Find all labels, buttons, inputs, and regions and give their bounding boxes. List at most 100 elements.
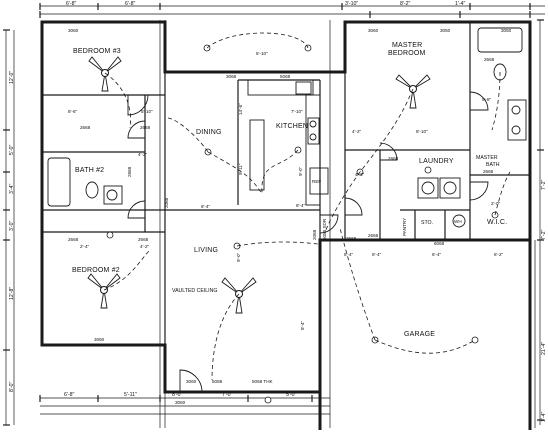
tag-13: 3060: [94, 337, 105, 342]
idim-12: 6'-2": [494, 252, 504, 257]
tag-6: 2668: [346, 236, 357, 241]
tag-20: 2068: [164, 197, 169, 208]
dim-right-4: 1'-4": [541, 412, 547, 422]
idim-8: 8'-4": [296, 203, 306, 208]
refrigerator-label: REF: [312, 179, 321, 184]
dim-top-4: 8'-2": [400, 1, 410, 7]
dim-right-2: 7'-2": [541, 230, 547, 240]
light-laundry-icon: [424, 166, 432, 174]
tag-16: 3068: [226, 74, 237, 79]
idim-22: 4'-3": [355, 172, 365, 177]
room-pantry: PANTRY: [402, 218, 407, 236]
idim-20: 2'-0": [491, 201, 501, 206]
room-laundry: LAUNDRY: [419, 158, 454, 165]
door-swings: [127, 91, 489, 393]
idim-14: 4'-2": [140, 244, 150, 249]
room-living: LIVING: [194, 247, 218, 254]
tag-14: 3060: [186, 379, 197, 384]
idim-19: 9'-8": [482, 97, 492, 102]
tag-1: 2668: [80, 125, 91, 130]
room-garage: GARAGE: [404, 331, 435, 338]
water-heater-label: WH: [454, 219, 462, 224]
idim-13: 2'-4": [80, 244, 90, 249]
idim-3: 7'-10": [291, 109, 303, 114]
idim-9: 8'-4": [344, 252, 354, 257]
dim-bottom-1: 6'-8": [64, 392, 74, 398]
idim-11: 6'-4": [432, 252, 442, 257]
kitchen-counters: REF: [247, 79, 329, 206]
dim-top-2: 6'-8": [125, 1, 135, 7]
idim-21: 6'-4": [372, 252, 382, 257]
tag-23: 3050: [501, 28, 512, 33]
idim-4: 8'-4": [201, 204, 211, 209]
room-wic: W.I.C.: [487, 219, 507, 226]
idim-7: 5'-10": [141, 109, 153, 114]
dim-bottom-4: 7'-0": [222, 392, 232, 398]
tag-24: 5088: [212, 379, 223, 384]
idim-5: 4'-2": [352, 129, 362, 134]
dim-right-3: 21'-4": [541, 342, 547, 355]
tag-15: 3060: [175, 400, 186, 405]
interior-dimension-labels: 8'-6" 5'-10" 7'-10" 8'-4" 4'-2" 8'-10" 5…: [68, 51, 504, 330]
ceiling-fan-bedroom3: [88, 56, 122, 92]
laundry-fixtures: WH: [417, 177, 466, 228]
room-labels: BEDROOM #3 MASTER BEDROOM DINING KITCHEN…: [72, 42, 507, 338]
dim-left-5: 12'-8": [9, 287, 15, 300]
dim-left-3: 3'-4": [9, 184, 15, 194]
tag-25: 5088 SDR: [322, 218, 327, 240]
interior-walls: [42, 22, 530, 345]
idim-23: 9'-11": [238, 163, 243, 175]
master-bath-fixtures: [477, 27, 527, 141]
dim-bottom-3: 8'-0": [172, 392, 182, 398]
idim-1: 8'-6": [68, 109, 78, 114]
room-master-bath-line2: BATH: [486, 162, 500, 168]
room-bedroom3: BEDROOM #3: [73, 48, 121, 55]
room-master-bath-line1: MASTER: [476, 155, 498, 161]
dimension-lines: [3, 3, 545, 428]
ceiling-fan-bedroom2: [87, 273, 121, 309]
ceiling-fan-living: [221, 277, 257, 314]
dim-left-4: 3'-0": [9, 221, 15, 231]
tag-11: 3060: [68, 28, 79, 33]
tag-10: 2668: [484, 57, 495, 62]
tag-12: 3060: [368, 28, 379, 33]
idim-16: 9'-0": [236, 252, 241, 262]
idim-15: 8'-4": [300, 320, 305, 330]
dim-bottom-2: 5'-11": [124, 392, 137, 398]
idim-10: 9'-0": [298, 166, 303, 176]
switch-circuits: [103, 32, 511, 381]
room-master-line2: BEDROOM: [388, 50, 426, 57]
room-sto: STO.: [421, 220, 433, 226]
dimension-labels: 6'-8" 6'-8" 3'-10" 8'-2" 1'-4" 6'-8" 5'-…: [9, 1, 547, 422]
room-vaulted-ceiling: VAULTED CEILING: [172, 288, 217, 294]
room-master-line1: MASTER: [392, 42, 422, 49]
tag-7: 2668: [368, 233, 379, 238]
tag-21: 2068: [312, 229, 317, 240]
dim-left-1: 12'-0": [9, 71, 15, 84]
tag-22: 3050: [440, 28, 451, 33]
ceiling-fan-master: [395, 74, 431, 109]
dim-bottom-5: 5'-0": [286, 392, 296, 398]
door-window-tags: 2668 2668 2668 2668 2668 2668 2668 2668 …: [68, 28, 512, 405]
tag-5: 2668: [138, 237, 149, 242]
room-bath2: BATH #2: [75, 167, 104, 174]
light-bath2-icon: [106, 231, 114, 239]
dim-top-5: 1'-4": [455, 1, 465, 7]
exterior-walls: [40, 20, 532, 430]
tag-18: 5068 THK: [252, 379, 274, 384]
tag-19: 6068: [434, 241, 445, 246]
bath2-fixtures: [47, 157, 123, 207]
room-dining: DINING: [196, 129, 222, 136]
idim-6: 8'-10": [416, 129, 428, 134]
idim-2: 5'-10": [256, 51, 268, 56]
tag-17: 5068: [280, 74, 291, 79]
tag-9: 2668: [483, 169, 494, 174]
tag-8: 2668: [388, 156, 399, 161]
tag-4: 2668: [68, 237, 79, 242]
idim-18: 4'-2": [138, 152, 148, 157]
light-garage-2-icon: [471, 336, 479, 344]
room-bedroom2: BEDROOM #2: [72, 267, 120, 274]
room-kitchen: KITCHEN: [276, 123, 308, 130]
idim-17: 14'-8": [238, 103, 243, 115]
